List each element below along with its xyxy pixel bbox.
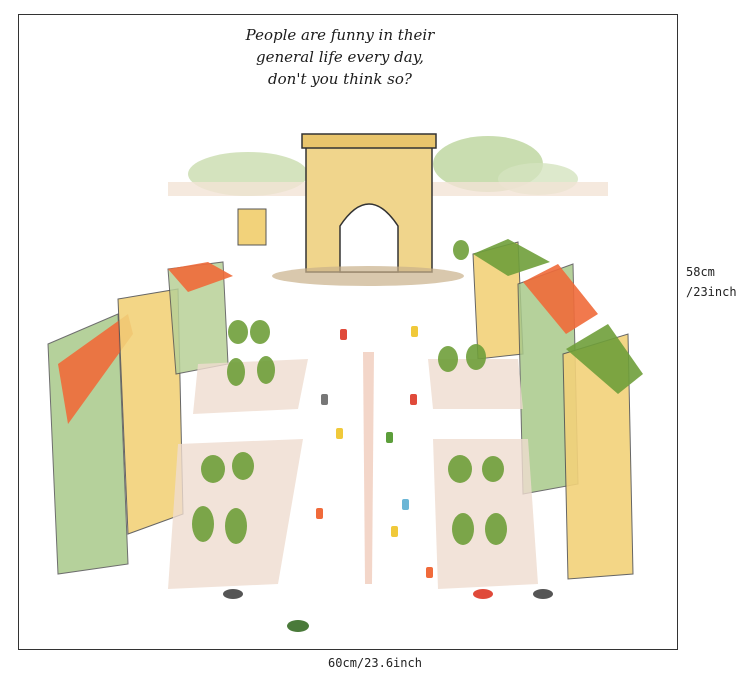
caption-line-3: don't you think so?: [268, 70, 412, 88]
caption: People are funny in their general life e…: [195, 24, 485, 90]
height-dimension: 58cm /23inch: [686, 262, 737, 302]
height-inch-label: /23inch: [686, 285, 737, 299]
arc-de-triomphe: [272, 133, 464, 286]
left-buildings: [47, 208, 267, 575]
caption-line-2: general life every day,: [256, 48, 424, 66]
right-buildings: [472, 239, 643, 580]
caption-line-1: People are funny in their: [245, 26, 435, 44]
height-cm-label: 58cm: [686, 265, 715, 279]
distant-hills: [168, 136, 608, 196]
trees: [192, 240, 507, 545]
city-illustration: [47, 133, 643, 632]
cars: [223, 326, 553, 632]
width-dimension: 60cm/23.6inch: [328, 656, 422, 670]
